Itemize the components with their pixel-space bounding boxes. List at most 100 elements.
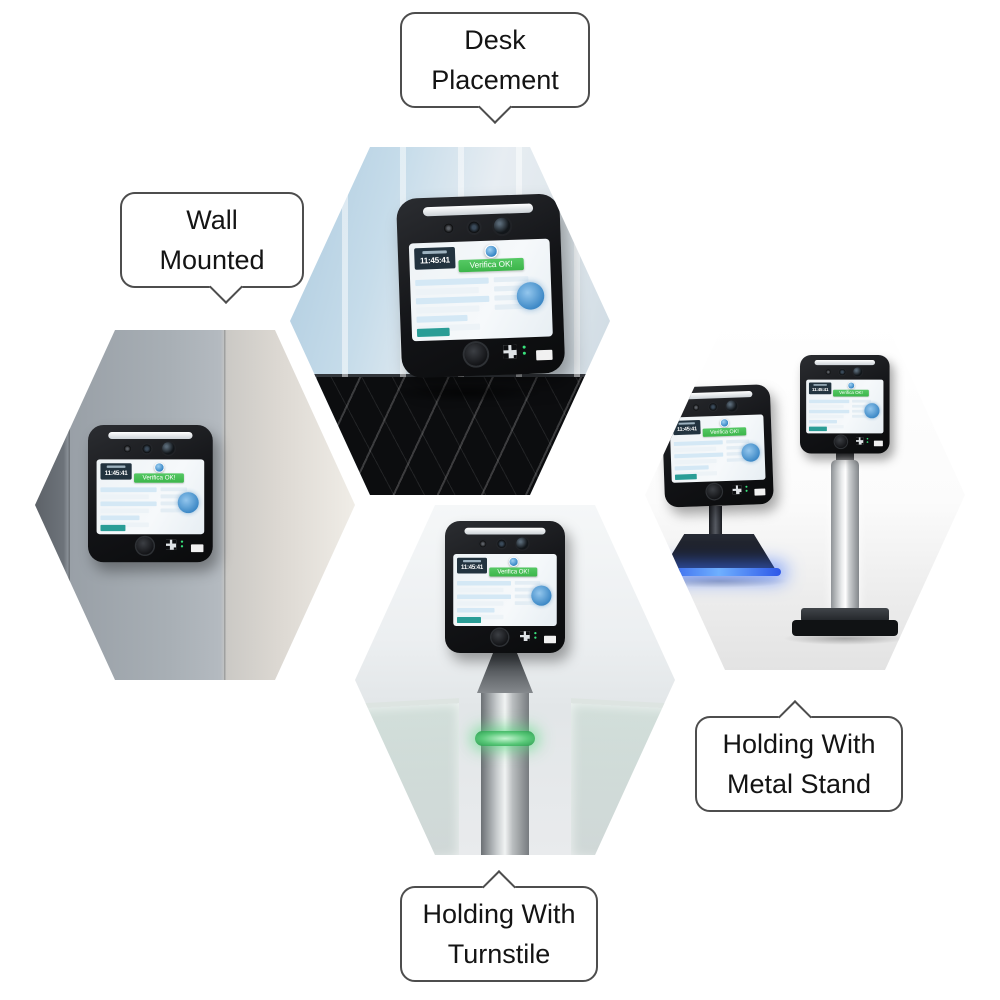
screen-form-rows	[457, 581, 511, 622]
camera-icon	[142, 444, 152, 454]
camera-lens-icon	[493, 217, 511, 235]
face-terminal-device: 11:45:41 Verifica OK!	[88, 425, 213, 563]
screen-text-row	[808, 409, 850, 414]
screen-text-row	[415, 277, 489, 287]
camera-lens-icon	[853, 367, 863, 377]
desk-stand-base	[661, 534, 777, 572]
camera-icon	[709, 403, 717, 411]
hexagon-wall-mounted: 11:45:41 Verifica OK!	[35, 330, 355, 680]
callout-line: Desk	[464, 25, 526, 55]
camera-icon	[443, 223, 454, 234]
power-button-icon	[136, 537, 154, 555]
time-badge: 11:45:41	[457, 557, 487, 574]
verify-status: Verifica OK!	[134, 462, 184, 483]
fill-light-bar-icon	[814, 360, 876, 366]
power-button-icon	[706, 483, 723, 500]
screen-text-row	[416, 314, 469, 323]
screen-text-row	[673, 446, 717, 453]
floor-stand-pole	[831, 460, 859, 612]
verify-status-banner: Verifica OK!	[458, 257, 525, 273]
screen-time: 11:45:41	[461, 563, 483, 571]
time-badge: 11:45:41	[673, 419, 701, 436]
glass-barrier-left	[355, 698, 459, 855]
power-button-icon	[464, 342, 488, 367]
power-button-icon	[491, 629, 508, 646]
screen-text-row	[808, 399, 850, 404]
callout-tail-icon	[482, 870, 516, 904]
screen-time: 11:45:41	[676, 425, 697, 433]
screen-form-rows	[415, 277, 490, 335]
status-led-icon	[180, 540, 184, 543]
camera-icon	[468, 221, 480, 234]
screen-text-row	[514, 587, 541, 592]
verify-status: Verifica OK!	[489, 557, 538, 577]
user-avatar-icon	[508, 557, 519, 567]
screen-text-row	[415, 286, 479, 296]
turnstile-green-ring-icon	[475, 731, 535, 746]
turnstile-pole	[481, 691, 529, 855]
screen-date-bar	[422, 250, 447, 255]
fill-light-bar-icon	[422, 203, 534, 217]
screen-text-row	[673, 440, 723, 447]
contactless-icon	[516, 281, 545, 311]
verify-status: Verifica OK!	[458, 244, 525, 273]
screen-text-row	[457, 594, 511, 599]
screen-text-row	[514, 581, 541, 585]
face-terminal-device: 11:45:41 Verifica OK!	[396, 193, 566, 379]
time-badge: 11:45:41	[414, 246, 456, 270]
screen-text-row	[100, 487, 157, 493]
screen-date-bar	[813, 384, 827, 386]
screen-time: 11:45:41	[104, 469, 128, 477]
verify-status-banner: Verifica OK!	[134, 473, 184, 483]
screen-text-row	[852, 404, 872, 408]
screen-text-row	[493, 276, 529, 283]
contactless-icon	[864, 403, 880, 419]
camera-icon	[497, 539, 506, 548]
callout-tail-icon	[777, 700, 812, 734]
camera-icon	[692, 404, 700, 411]
status-led-icon	[866, 437, 869, 440]
floor-stand-cap	[836, 452, 854, 462]
callout-tail-icon	[209, 270, 244, 304]
screen-text-row	[808, 414, 844, 419]
user-avatar-icon	[847, 381, 855, 390]
screen-text-row	[726, 439, 750, 444]
screen-text-row	[160, 501, 188, 506]
time-badge: 11:45:41	[100, 463, 132, 480]
device-screen: 11:45:41 Verifica OK!	[453, 554, 557, 626]
screen-form-rows-right	[160, 487, 188, 515]
screen-form-rows	[673, 440, 724, 478]
screen-text-row	[457, 601, 504, 606]
hexagon-turnstile: 11:45:41 Verifica OK!	[355, 505, 675, 855]
screen-text-row	[457, 587, 504, 593]
camera-lens-icon	[516, 537, 529, 550]
power-button-icon	[834, 435, 848, 448]
screen-text-row	[160, 487, 188, 492]
status-led-icon	[534, 632, 537, 635]
device-reflection	[386, 383, 546, 403]
verify-status-banner: Verifica OK!	[833, 389, 869, 397]
callout-line: Metal Stand	[726, 769, 872, 799]
contactless-icon	[177, 492, 199, 514]
floor-stand-base-top	[801, 608, 889, 622]
screen-text-row	[674, 452, 724, 459]
contactless-icon	[741, 443, 761, 463]
floor-shadow	[649, 574, 789, 588]
screen-time: 11:45:41	[811, 386, 829, 392]
screen-date-bar	[678, 422, 695, 425]
screen-text-row	[808, 404, 844, 409]
screen-footer-chip	[808, 426, 827, 432]
screen-text-row	[416, 305, 480, 314]
device-screen: 11:45:41 Verifica OK!	[669, 414, 766, 483]
time-badge: 11:45:41	[808, 382, 832, 395]
fill-light-bar-icon	[464, 527, 546, 535]
screen-text-row	[457, 581, 511, 586]
camera-icon	[825, 369, 831, 375]
screen-footer-chip	[674, 473, 697, 481]
status-led-icon	[745, 485, 748, 488]
user-avatar-icon	[153, 462, 165, 473]
callout-line: Turnstile	[447, 939, 551, 969]
callout-tail-icon	[478, 90, 512, 124]
qr-code-icon	[166, 539, 177, 550]
screen-text-row	[100, 501, 157, 507]
